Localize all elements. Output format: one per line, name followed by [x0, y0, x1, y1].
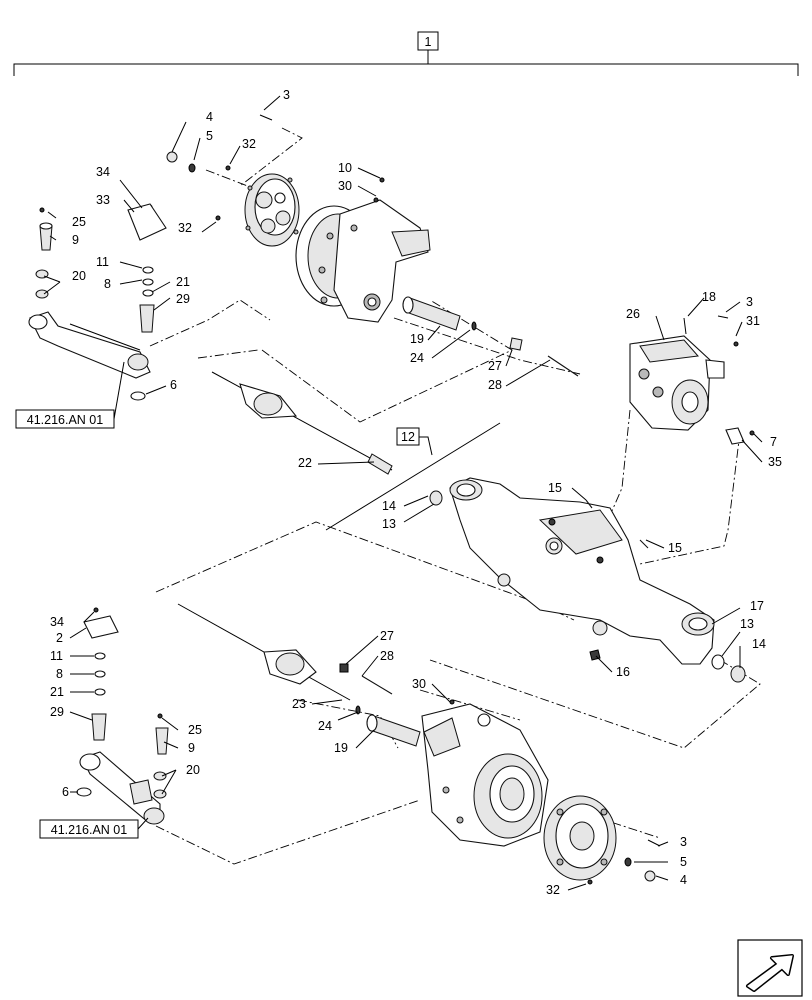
- callout-10: 10: [338, 161, 352, 175]
- callout-31: 31: [746, 314, 760, 328]
- callout-29: 29: [50, 705, 64, 719]
- lower-planetary-carrier: [543, 795, 661, 885]
- callout-24: 24: [318, 719, 332, 733]
- callout-8: 8: [56, 667, 63, 681]
- callout-32: 32: [546, 883, 560, 897]
- callout-11: 11: [50, 649, 63, 663]
- callout-32: 32: [178, 221, 192, 235]
- lower-kingpin-kit: [76, 607, 169, 799]
- callout-34: 34: [50, 615, 64, 629]
- upper-drive-shaft: [211, 371, 393, 475]
- next-page-arrow-icon[interactable]: [737, 939, 803, 997]
- lower-steering-knuckle: [421, 699, 549, 847]
- reference-label-upper[interactable]: 41.216.AN 01: [27, 413, 103, 427]
- callout-32: 32: [242, 137, 256, 151]
- callout-4: 4: [680, 873, 687, 887]
- callout-21: 21: [176, 275, 190, 289]
- callout-5: 5: [680, 855, 687, 869]
- callout-15: 15: [548, 481, 562, 495]
- beam-bushings: [429, 490, 746, 683]
- callout-28: 28: [380, 649, 394, 663]
- callout-26: 26: [626, 307, 640, 321]
- callout-25: 25: [188, 723, 202, 737]
- callout-19: 19: [334, 741, 348, 755]
- callout-27: 27: [488, 359, 502, 373]
- callout-9: 9: [188, 741, 195, 755]
- callout-3: 3: [680, 835, 687, 849]
- callout-21: 21: [50, 685, 64, 699]
- reference-label-lower[interactable]: 41.216.AN 01: [51, 823, 127, 837]
- callout-13: 13: [382, 517, 396, 531]
- leader-lines: [43, 95, 763, 891]
- callout-20: 20: [72, 269, 86, 283]
- callout-34: 34: [96, 165, 110, 179]
- upper-stub-shaft: [402, 296, 579, 377]
- lower-drive-shaft: [177, 603, 421, 747]
- callout-4: 4: [206, 110, 213, 124]
- callout-5: 5: [206, 129, 213, 143]
- callout-33: 33: [96, 193, 110, 207]
- callout-11: 11: [96, 255, 109, 269]
- reference-box-lower[interactable]: 41.216.AN 01: [39, 817, 149, 839]
- callout-6: 6: [170, 378, 177, 392]
- lower-steering-cylinder: [79, 751, 165, 825]
- assembly-bracket: [13, 50, 799, 76]
- callout-13: 13: [740, 617, 754, 631]
- callout-14: 14: [382, 499, 396, 513]
- callout-3: 3: [283, 88, 290, 102]
- reference-box-upper[interactable]: 41.216.AN 01: [15, 361, 125, 429]
- callout-17: 17: [750, 599, 764, 613]
- callout-16: 16: [616, 665, 630, 679]
- callout-35: 35: [768, 455, 782, 469]
- callout-15: 15: [668, 541, 682, 555]
- callout-3: 3: [746, 295, 753, 309]
- axle-beam-housing: [449, 477, 715, 665]
- callout-19: 19: [410, 332, 424, 346]
- callout-29: 29: [176, 292, 190, 306]
- callout-25: 25: [72, 215, 86, 229]
- callout-7: 7: [770, 435, 777, 449]
- callout-9: 9: [72, 233, 79, 247]
- callout-27: 27: [380, 629, 394, 643]
- callout-22: 22: [298, 456, 312, 470]
- callout-8: 8: [104, 277, 111, 291]
- callout-2: 2: [56, 631, 63, 645]
- callout-6: 6: [62, 785, 69, 799]
- callout-23: 23: [292, 697, 306, 711]
- callout-30: 30: [338, 179, 352, 193]
- callout-24: 24: [410, 351, 424, 365]
- assembly-number-box: 1: [417, 31, 439, 51]
- differential-housing: [629, 315, 755, 445]
- callout-labels: 3 4 5 32 32 10 30 34 33 25 9 11 8 20 21 …: [50, 88, 782, 897]
- callout-20: 20: [186, 763, 200, 777]
- assembly-number: 1: [425, 35, 432, 49]
- upper-kingpin-kit: [35, 203, 167, 401]
- subassembly-number-box: 12: [325, 422, 501, 531]
- callout-28: 28: [488, 378, 502, 392]
- upper-steering-knuckle: [295, 199, 431, 323]
- upper-steering-cylinder: [28, 311, 151, 379]
- upper-planetary-carrier: [244, 173, 300, 247]
- subassembly-number: 12: [401, 430, 415, 444]
- callout-14: 14: [752, 637, 766, 651]
- callout-30: 30: [412, 677, 426, 691]
- callout-18: 18: [702, 290, 716, 304]
